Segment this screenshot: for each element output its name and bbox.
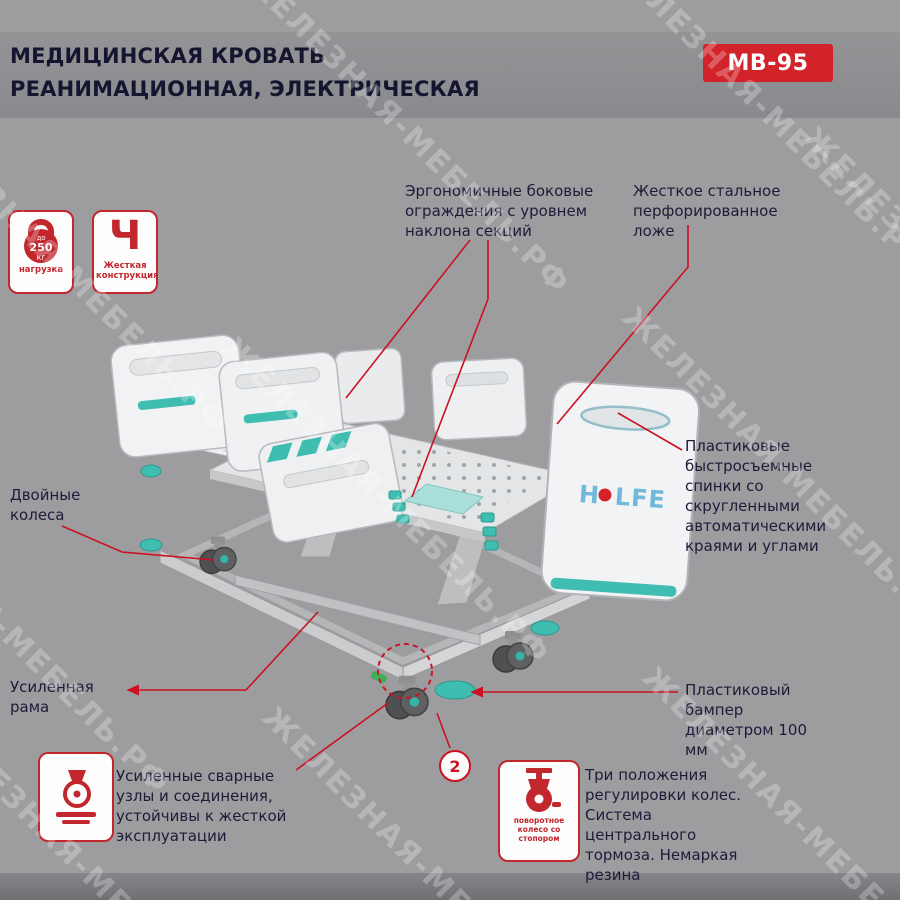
- clamp-icon: Ч: [108, 213, 142, 259]
- callout-side-rails: Эргономичные боковые ограждения с уровне…: [405, 182, 594, 240]
- far-rail-large: [430, 357, 528, 441]
- brand-letter-h: H: [578, 480, 601, 509]
- page-title: МЕДИЦИНСКАЯ КРОВАТЬ РЕАНИМАЦИОННАЯ, ЭЛЕК…: [10, 40, 480, 105]
- footboard-handle: [580, 405, 671, 431]
- footboard-trim: [550, 577, 677, 597]
- deck-teal-insert: [403, 483, 485, 515]
- kettlebell-icon: до 250 кг: [24, 219, 58, 263]
- swivel-caster-icon: [526, 768, 561, 812]
- marker-2: 2: [439, 750, 471, 782]
- callout-frame: Усиленная рама: [10, 678, 94, 716]
- load-caption: нагрузка: [18, 265, 64, 275]
- headboard-panel: [110, 334, 248, 458]
- brand-letters-lfe: LFE: [614, 483, 667, 514]
- callout-wheels-adjust: Три положения регулировки колес. Система…: [585, 766, 742, 884]
- rigid-caption: Жесткая конструкция: [96, 261, 159, 281]
- callout-double-wheels: Двойные колеса: [10, 486, 81, 524]
- svg-text:кг: кг: [36, 253, 45, 262]
- rail-release-knob: [140, 464, 162, 478]
- svg-text:до: до: [36, 234, 45, 242]
- title-line1: МЕДИЦИНСКАЯ КРОВАТЬ: [10, 44, 326, 68]
- brand-dot-icon: [598, 488, 612, 502]
- svg-text:250: 250: [30, 241, 53, 254]
- bed-illustration: H LFE: [110, 334, 701, 720]
- brake-lever: [370, 671, 388, 683]
- callout-plastic-backs: Пластиковые быстросъемные спинки со скру…: [685, 437, 827, 555]
- frame-rail-right: [402, 586, 591, 681]
- rigid-construction-badge: Ч Жесткая конструкция: [92, 210, 159, 294]
- model-badge: МВ-95: [703, 44, 833, 82]
- control-buttons: [388, 490, 499, 551]
- side-rail-lowered: [258, 422, 404, 543]
- footer-band: [0, 873, 900, 900]
- corner-bumper: [530, 620, 560, 636]
- welded-joint-badge: [38, 752, 114, 842]
- weld-caster-icon: [56, 770, 96, 824]
- swivel-caster-badge: поворотное колесо со стопором: [498, 760, 580, 862]
- callout-steel-base: Жесткое стальное перфорированное ложе: [633, 182, 781, 240]
- frame-crossbar: [234, 574, 481, 646]
- caster-caption: поворотное колесо со стопором: [513, 816, 565, 843]
- weld-highlight-circle: [377, 643, 433, 699]
- callout-welds: Усиленные сварные узлы и соединения, уст…: [116, 767, 287, 845]
- title-line2: РЕАНИМАЦИОННАЯ, ЭЛЕКТРИЧЕСКАЯ: [10, 76, 480, 101]
- callout-bumper: Пластиковый бампер диаметром 100 мм: [685, 681, 808, 759]
- load-capacity-badge: до 250 кг нагрузка: [8, 210, 74, 294]
- corner-bumper: [139, 538, 163, 552]
